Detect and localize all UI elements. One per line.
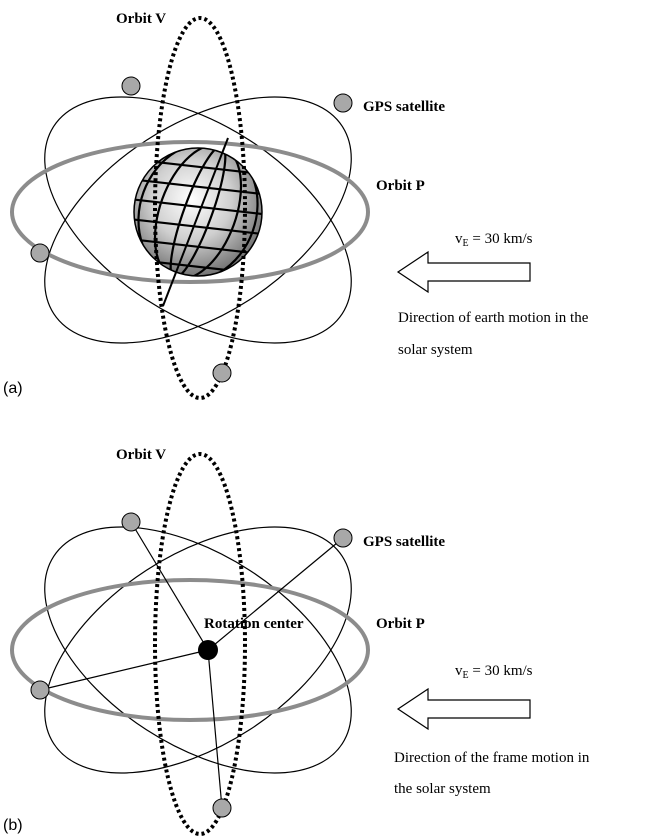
motion-arrow bbox=[396, 250, 531, 294]
satellite bbox=[333, 528, 353, 548]
rotation-center-dot bbox=[198, 640, 218, 660]
orbit-v bbox=[153, 16, 247, 400]
tilted-orbit-1 bbox=[44, 526, 352, 774]
panel-a: Orbit V GPS satellite Orbit P vE = 30 km… bbox=[3, 11, 589, 400]
orbit-v bbox=[153, 452, 247, 836]
direction-text-line2: the solar system bbox=[394, 781, 491, 797]
satellite bbox=[333, 93, 353, 113]
tilted-orbit-2 bbox=[44, 526, 352, 774]
radius-line bbox=[39, 649, 209, 691]
orbit-p-label: Orbit P bbox=[376, 616, 425, 632]
rotation-center-label: Rotation center bbox=[204, 616, 304, 632]
satellite bbox=[121, 512, 141, 532]
velocity-label: vE = 30 km/s bbox=[455, 663, 533, 681]
panel-b-tag: (b) bbox=[3, 817, 23, 834]
direction-text-line1: Direction of earth motion in the bbox=[398, 310, 589, 326]
tilted-orbit-2 bbox=[44, 96, 352, 344]
radius-line bbox=[207, 649, 223, 809]
earth-globe bbox=[133, 137, 263, 307]
panel-a-tag: (a) bbox=[3, 380, 23, 397]
satellite bbox=[212, 798, 232, 818]
satellite bbox=[30, 680, 50, 700]
tilted-orbit-1 bbox=[44, 96, 352, 344]
radius-line bbox=[130, 521, 209, 651]
orbit-p bbox=[10, 140, 370, 284]
direction-text-line2: solar system bbox=[398, 342, 473, 358]
direction-text-line1: Direction of the frame motion in bbox=[394, 750, 590, 766]
satellite bbox=[212, 363, 232, 383]
panel-b: Orbit V GPS satellite Rotation center Or… bbox=[3, 447, 590, 836]
orbit-v-label: Orbit V bbox=[116, 447, 166, 463]
satellite bbox=[30, 243, 50, 263]
orbit-v-label: Orbit V bbox=[116, 11, 166, 27]
satellite bbox=[121, 76, 141, 96]
velocity-label: vE = 30 km/s bbox=[455, 231, 533, 249]
motion-arrow bbox=[396, 687, 531, 731]
radius-line bbox=[207, 537, 344, 651]
gps-satellite-label: GPS satellite bbox=[363, 534, 445, 550]
orbit-p-label: Orbit P bbox=[376, 178, 425, 194]
gps-satellite-label: GPS satellite bbox=[363, 99, 445, 115]
orbit-p bbox=[10, 578, 370, 722]
earth-axis bbox=[162, 137, 229, 307]
